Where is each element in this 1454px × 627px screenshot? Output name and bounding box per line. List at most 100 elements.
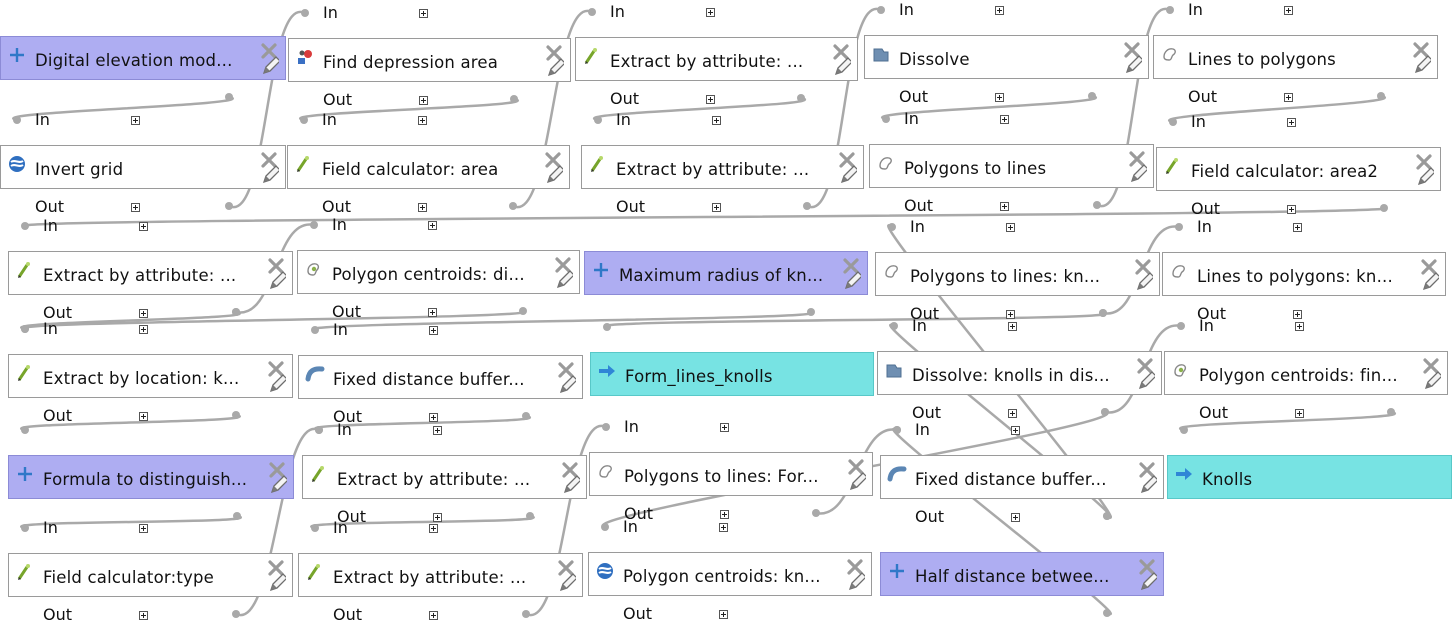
algorithm-node[interactable]: Fixed distance buffer... — [880, 455, 1164, 499]
edit-pencil-icon[interactable] — [1136, 272, 1155, 291]
edit-pencil-icon[interactable] — [1138, 371, 1157, 390]
edit-pencil-icon[interactable] — [269, 573, 288, 592]
input-expand-toggle[interactable] — [706, 8, 715, 17]
node-controls[interactable] — [1137, 460, 1159, 496]
remove-icon[interactable] — [268, 258, 284, 274]
remove-icon[interactable] — [1129, 151, 1145, 167]
algorithm-node[interactable]: Field calculator: area — [287, 145, 570, 189]
edit-pencil-icon[interactable] — [1140, 475, 1159, 494]
remove-icon[interactable] — [1139, 462, 1155, 478]
remove-icon[interactable] — [843, 258, 859, 274]
node-controls[interactable] — [266, 256, 288, 292]
output-expand-toggle[interactable] — [712, 203, 721, 212]
edit-pencil-icon[interactable] — [1130, 164, 1149, 183]
algorithm-node[interactable]: Invert grid — [0, 145, 286, 189]
input-expand-toggle[interactable] — [1006, 223, 1015, 232]
node-controls[interactable] — [841, 256, 863, 292]
input-expand-toggle[interactable] — [712, 116, 721, 125]
algorithm-node[interactable]: Lines to polygons: kn... — [1162, 252, 1446, 296]
edit-pencil-icon[interactable] — [1417, 167, 1436, 186]
node-controls[interactable] — [1122, 40, 1144, 76]
input-expand-toggle[interactable] — [428, 221, 437, 230]
node-controls[interactable] — [1127, 149, 1149, 185]
remove-icon[interactable] — [261, 43, 277, 59]
model-input-node[interactable]: Maximum radius of kn... — [584, 251, 868, 295]
input-expand-toggle[interactable] — [139, 524, 148, 533]
input-expand-toggle[interactable] — [1284, 6, 1293, 15]
algorithm-node[interactable]: Polygon centroids: kn... — [588, 552, 872, 596]
model-input-node[interactable]: Formula to distinguish... — [8, 455, 294, 499]
edit-pencil-icon[interactable] — [563, 475, 582, 494]
remove-icon[interactable] — [269, 462, 285, 478]
output-expand-toggle[interactable] — [131, 203, 140, 212]
algorithm-node[interactable]: Find depression area — [288, 38, 571, 82]
remove-icon[interactable] — [268, 560, 284, 576]
edit-pencil-icon[interactable] — [262, 56, 281, 75]
algorithm-node[interactable]: Extract by attribute: ... — [302, 455, 587, 499]
algorithm-node[interactable]: Extract by attribute: ... — [581, 145, 864, 189]
node-controls[interactable] — [259, 41, 281, 77]
algorithm-node[interactable]: Field calculator: area2 — [1156, 147, 1441, 191]
output-expand-toggle[interactable] — [139, 611, 148, 620]
remove-icon[interactable] — [268, 361, 284, 377]
node-controls[interactable] — [846, 457, 868, 493]
output-expand-toggle[interactable] — [418, 203, 427, 212]
node-controls[interactable] — [1419, 257, 1441, 293]
output-expand-toggle[interactable] — [1000, 202, 1009, 211]
output-expand-toggle[interactable] — [1293, 310, 1302, 319]
edit-pencil-icon[interactable] — [262, 165, 281, 184]
remove-icon[interactable] — [562, 462, 578, 478]
edit-pencil-icon[interactable] — [848, 572, 867, 591]
output-expand-toggle[interactable] — [428, 308, 437, 317]
input-expand-toggle[interactable] — [1008, 322, 1017, 331]
output-expand-toggle[interactable] — [429, 413, 438, 422]
algorithm-node[interactable]: Fixed distance buffer... — [298, 355, 583, 399]
edit-pencil-icon[interactable] — [844, 271, 863, 290]
input-expand-toggle[interactable] — [139, 325, 148, 334]
input-expand-toggle[interactable] — [1295, 322, 1304, 331]
edit-pencil-icon[interactable] — [546, 165, 565, 184]
remove-icon[interactable] — [1413, 42, 1429, 58]
node-controls[interactable] — [1414, 152, 1436, 188]
output-expand-toggle[interactable] — [719, 610, 728, 619]
output-expand-toggle[interactable] — [1006, 310, 1015, 319]
remove-icon[interactable] — [848, 459, 864, 475]
output-expand-toggle[interactable] — [429, 611, 438, 620]
node-controls[interactable] — [560, 460, 582, 496]
input-expand-toggle[interactable] — [418, 116, 427, 125]
model-output-node[interactable]: Knolls — [1167, 455, 1452, 499]
remove-icon[interactable] — [546, 45, 562, 61]
remove-icon[interactable] — [1137, 358, 1153, 374]
edit-pencil-icon[interactable] — [269, 374, 288, 393]
output-expand-toggle[interactable] — [720, 510, 729, 519]
algorithm-node[interactable]: Polygons to lines: For... — [589, 452, 873, 496]
node-controls[interactable] — [1411, 40, 1433, 76]
output-expand-toggle[interactable] — [433, 513, 442, 522]
input-expand-toggle[interactable] — [1000, 115, 1009, 124]
output-expand-toggle[interactable] — [1287, 205, 1296, 214]
node-controls[interactable] — [543, 150, 565, 186]
node-controls[interactable] — [259, 150, 281, 186]
remove-icon[interactable] — [1139, 559, 1155, 575]
edit-pencil-icon[interactable] — [269, 271, 288, 290]
edit-pencil-icon[interactable] — [547, 58, 566, 77]
output-expand-toggle[interactable] — [139, 309, 148, 318]
input-expand-toggle[interactable] — [995, 6, 1004, 15]
node-controls[interactable] — [556, 360, 578, 396]
remove-icon[interactable] — [1416, 154, 1432, 170]
edit-pencil-icon[interactable] — [270, 475, 289, 494]
input-expand-toggle[interactable] — [429, 326, 438, 335]
remove-icon[interactable] — [558, 362, 574, 378]
input-expand-toggle[interactable] — [131, 116, 140, 125]
input-expand-toggle[interactable] — [429, 524, 438, 533]
input-expand-toggle[interactable] — [433, 426, 442, 435]
model-input-node[interactable]: Half distance betwee... — [880, 552, 1164, 596]
node-controls[interactable] — [1135, 356, 1157, 392]
node-controls[interactable] — [266, 558, 288, 594]
input-expand-toggle[interactable] — [719, 523, 728, 532]
input-expand-toggle[interactable] — [419, 9, 428, 18]
remove-icon[interactable] — [833, 44, 849, 60]
edit-pencil-icon[interactable] — [1422, 272, 1441, 291]
node-controls[interactable] — [544, 43, 566, 79]
algorithm-node[interactable]: Polygons to lines: kn... — [875, 252, 1160, 296]
